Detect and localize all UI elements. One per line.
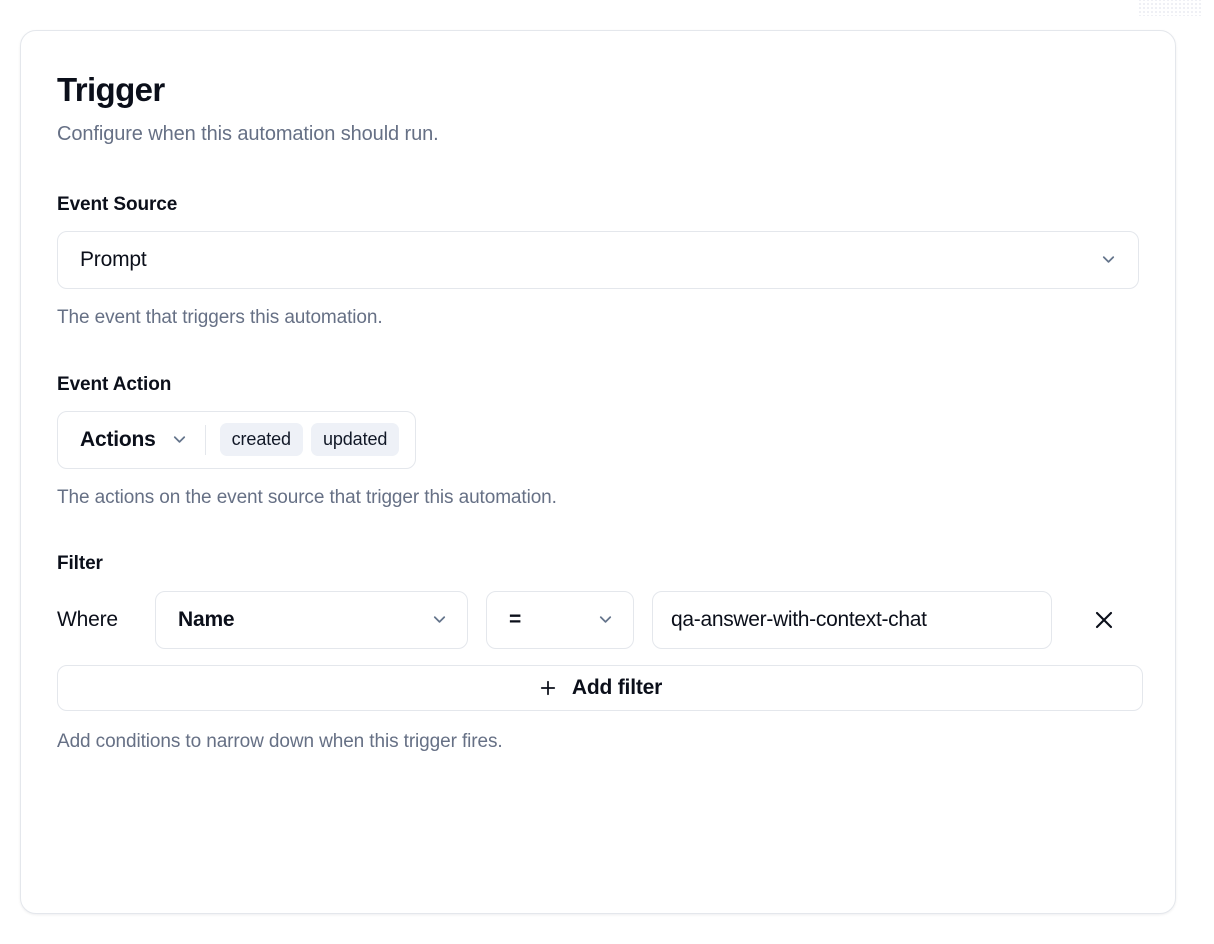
remove-filter-button[interactable] [1086, 602, 1122, 638]
event-source-value: Prompt [80, 247, 147, 271]
filter-row: Where Name = [57, 590, 1139, 649]
event-source-help: The event that triggers this automation. [57, 306, 383, 328]
divider [204, 424, 206, 455]
chevron-down-icon [430, 610, 449, 629]
event-action-label: Event Action [57, 373, 172, 395]
add-filter-button[interactable]: Add filter [57, 664, 1143, 711]
where-label: Where [57, 607, 118, 631]
event-source-select[interactable]: Prompt [57, 230, 1139, 289]
filter-operator-value: = [509, 607, 522, 631]
filter-field-select[interactable]: Name [155, 590, 468, 649]
filter-value-input[interactable] [652, 590, 1052, 649]
status-badge[interactable]: updated [310, 423, 400, 457]
event-action-badges: created updated [219, 423, 400, 457]
close-icon [1092, 608, 1116, 632]
chevron-down-icon [596, 610, 615, 629]
page-subtitle: Configure when this automation should ru… [57, 122, 439, 145]
chevron-down-icon [170, 430, 189, 449]
decorative-dot-pattern [1138, 0, 1202, 16]
chevron-down-icon [1099, 250, 1118, 269]
filter-help: Add conditions to narrow down when this … [57, 730, 503, 752]
filter-label: Filter [57, 552, 103, 574]
event-action-section: Event Action Actions created updated The… [57, 374, 1139, 509]
event-source-section: Event Source Prompt The event that trigg… [57, 194, 1139, 329]
event-action-control: Actions created updated [57, 410, 417, 469]
filter-field-value: Name [178, 607, 235, 631]
event-action-help: The actions on the event source that tri… [57, 486, 557, 508]
page-title: Trigger [57, 71, 165, 108]
event-source-label: Event Source [57, 193, 178, 215]
add-filter-label: Add filter [571, 675, 663, 699]
filter-operator-select[interactable]: = [486, 590, 634, 649]
event-action-dropdown[interactable]: Actions [80, 428, 189, 452]
event-action-dropdown-label: Actions [80, 427, 156, 451]
status-badge[interactable]: created [219, 423, 303, 457]
plus-icon [538, 678, 558, 698]
trigger-card: Trigger Configure when this automation s… [20, 30, 1176, 914]
filter-section: Filter Where Name = [57, 552, 1143, 753]
